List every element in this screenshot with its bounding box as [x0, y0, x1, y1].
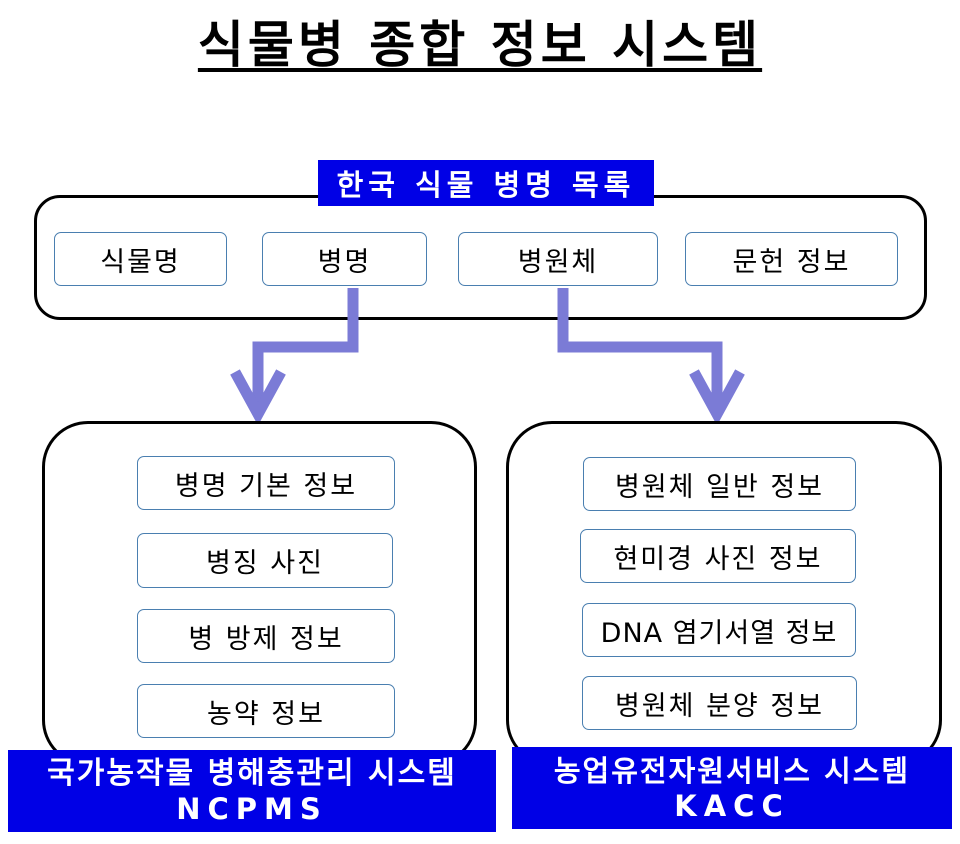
item-disease-name: 병명 — [262, 232, 427, 286]
item-pathogen-general-info: 병원체 일반 정보 — [583, 457, 856, 511]
item-dna-sequence-info: DNA 염기서열 정보 — [582, 603, 856, 657]
item-plant-name: 식물명 — [54, 232, 227, 286]
item-disease-control-info: 병 방제 정보 — [137, 609, 395, 663]
item-pathogen: 병원체 — [458, 232, 658, 286]
ncpms-label: 국가농작물 병해충관리 시스템 NCPMS — [8, 750, 496, 832]
arrowhead-kacc — [689, 369, 745, 426]
page-title: 식물병 종합 정보 시스템 — [197, 16, 763, 74]
ncpms-label-acronym: NCPMS — [176, 792, 328, 826]
ncpms-label-name: 국가농작물 병해충관리 시스템 — [47, 756, 457, 791]
item-microscope-photo-info: 현미경 사진 정보 — [580, 529, 856, 583]
kacc-label: 농업유전자원서비스 시스템 KACC — [512, 747, 952, 829]
disease-list-label: 한국 식물 병명 목록 — [318, 160, 654, 206]
item-disease-basic-info: 병명 기본 정보 — [137, 456, 395, 510]
kacc-label-name: 농업유전자원서비스 시스템 — [553, 754, 911, 788]
arrow-to-ncpms — [252, 288, 359, 410]
arrow-to-kacc — [557, 288, 723, 410]
item-literature: 문헌 정보 — [685, 232, 898, 286]
arrowhead-ncpms — [230, 369, 286, 426]
kacc-label-acronym: KACC — [674, 789, 790, 823]
item-pesticide-info: 농약 정보 — [137, 684, 395, 738]
item-symptom-photos: 병징 사진 — [137, 533, 393, 588]
item-pathogen-distribution-info: 병원체 분양 정보 — [582, 676, 857, 730]
